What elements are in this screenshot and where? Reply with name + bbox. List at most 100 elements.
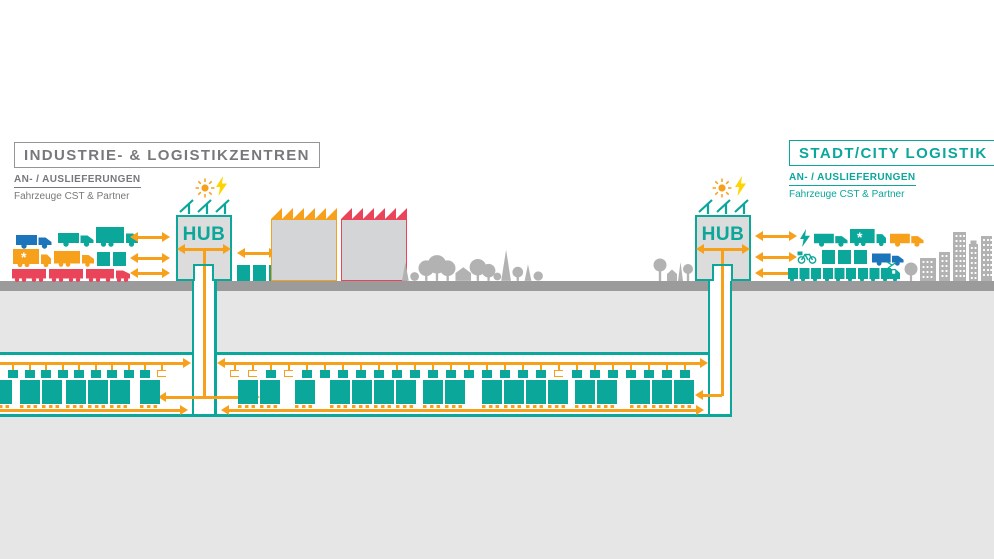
conveyor-hanger — [234, 364, 236, 370]
arrow-city-row1 — [755, 231, 797, 241]
conveyor-hanger — [684, 364, 686, 370]
city-skyline-silhouette — [920, 232, 993, 281]
van-blue — [16, 235, 52, 249]
arrow-city-row3 — [755, 268, 797, 278]
suspended-cargo-box — [266, 370, 276, 378]
floor-track-middle — [221, 405, 704, 415]
conveyor-hanger — [288, 364, 290, 370]
van-teal — [58, 233, 94, 247]
suspended-cargo-box — [123, 370, 134, 378]
cargo-cart — [238, 380, 258, 404]
arrow-industry-row3 — [130, 268, 170, 278]
container-teal — [838, 250, 851, 264]
cargo-cart — [396, 380, 416, 404]
factory2-sawtooth-roof — [341, 208, 407, 219]
conveyor-hanger — [342, 364, 344, 370]
suspended-cargo-box — [446, 370, 456, 378]
suspended-cargo-box — [608, 370, 618, 378]
city-vehicles-note: Fahrzeuge CST & Partner — [789, 188, 905, 200]
empty-hook — [248, 370, 257, 377]
cargo-cart — [140, 380, 160, 404]
cargo-cart — [66, 380, 86, 404]
cargo-cart — [260, 380, 280, 404]
hub1-door-line — [202, 266, 206, 281]
empty-hook — [156, 370, 166, 377]
cargo-cart — [652, 380, 672, 404]
conveyor-hanger — [594, 364, 596, 370]
suspended-cargo-box — [572, 370, 582, 378]
cargo-cart — [20, 380, 40, 404]
conveyor-hanger — [127, 364, 130, 370]
hub2-shaft — [710, 281, 730, 414]
overhead-conveyor-middle — [217, 358, 708, 368]
conveyor-hanger — [522, 364, 524, 370]
cargo-cart — [110, 380, 130, 404]
cargo-cart-wheels — [423, 404, 443, 408]
hub2-door-line — [721, 266, 724, 281]
empty-hook — [230, 370, 239, 377]
conveyor-hanger — [540, 364, 542, 370]
lightning-bolt-icon — [216, 176, 227, 196]
conveyor-hanger — [324, 364, 326, 370]
cargo-cart-wheels — [20, 404, 40, 408]
conveyor-hanger — [468, 364, 470, 370]
conveyor-hanger — [396, 364, 398, 370]
arrow-industry-row2 — [130, 253, 170, 263]
cargo-cart — [597, 380, 617, 404]
cargo-cart-wheels — [66, 404, 86, 408]
cargo-cart — [374, 380, 394, 404]
hub2-lift-line — [721, 240, 724, 396]
suspended-cargo-box — [536, 370, 546, 378]
arrow-city-row2 — [755, 252, 797, 262]
conveyor-hanger — [504, 364, 506, 370]
conveyor-hanger — [360, 364, 362, 370]
hub1-lift-line — [202, 240, 206, 398]
shaft2-transfer-arrow — [695, 390, 722, 400]
suspended-cargo-box — [680, 370, 690, 378]
cargo-cart — [423, 380, 443, 404]
conveyor-hanger — [612, 364, 614, 370]
ground-strip — [0, 281, 994, 291]
cargo-bike-icon — [797, 251, 817, 264]
conveyor-hanger — [306, 364, 308, 370]
conveyor-hanger — [28, 364, 31, 370]
suspended-cargo-box — [338, 370, 348, 378]
cargo-cart — [0, 380, 12, 404]
container-teal — [113, 252, 126, 266]
city-title: STADT/CITY LOGISTIK — [789, 140, 994, 166]
cargo-cart-wheels — [42, 404, 62, 408]
suspended-cargo-box — [428, 370, 438, 378]
cargo-cart — [42, 380, 62, 404]
cargo-cart-wheels — [548, 404, 568, 408]
hub1-shaft-wall-right — [214, 281, 217, 414]
conveyor-hanger — [78, 364, 80, 370]
suspended-cargo-box — [464, 370, 474, 378]
empty-hook — [284, 370, 293, 377]
conveyor-hanger — [666, 364, 668, 370]
cargo-cart-wheels — [374, 404, 394, 408]
underground-area — [0, 291, 994, 559]
electric-bolt-icon — [800, 229, 810, 247]
container-teal — [822, 250, 835, 264]
panel-industry: INDUSTRIE- & LOGISTIKZENTREN AN- / AUSLI… — [14, 142, 320, 202]
village-silhouette — [653, 258, 693, 281]
road-train-red — [12, 269, 130, 282]
hub1-label: HUB — [182, 224, 226, 245]
arrow-hub1-right — [237, 248, 277, 258]
overhead-conveyor-left — [0, 358, 191, 368]
solar-panel-icon — [179, 199, 230, 214]
conveyor-hanger — [576, 364, 578, 370]
conveyor-hanger — [378, 364, 380, 370]
floor-track-left — [0, 405, 188, 415]
trees-and-houses-silhouette — [401, 249, 543, 281]
van-orange — [890, 233, 924, 247]
industry-vehicles-note: Fahrzeuge CST & Partner — [14, 190, 130, 202]
suspended-cargo-box — [482, 370, 492, 378]
suspended-cargo-box — [90, 370, 101, 378]
suspended-cargo-box — [356, 370, 366, 378]
suspended-cargo-box — [518, 370, 528, 378]
suspended-cargo-box — [320, 370, 330, 378]
hub2-shaft-wall-left — [707, 281, 710, 414]
suspended-cargo-box — [8, 370, 18, 378]
city-deliveries-label: AN- / AUSLIEFERUNGEN — [789, 172, 916, 186]
